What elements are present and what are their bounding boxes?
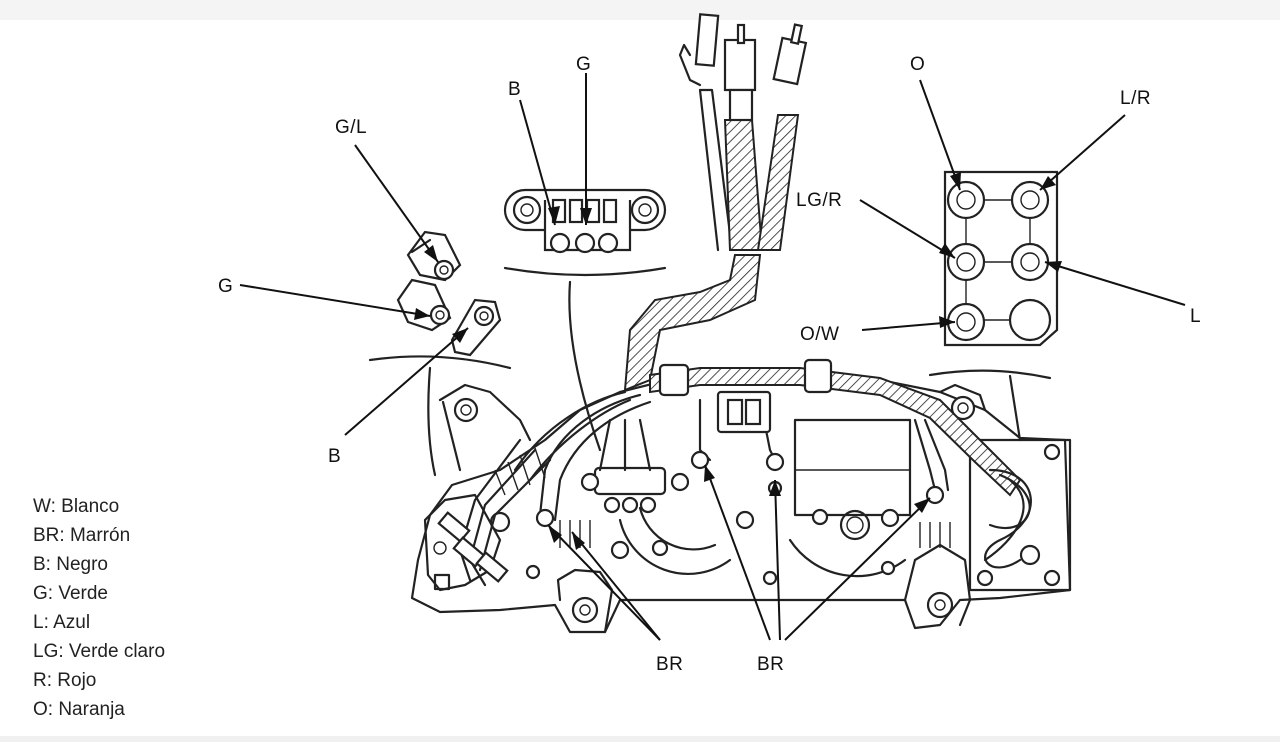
callout-gl: G/L — [335, 117, 367, 138]
legend-item-w: W: Blanco — [33, 496, 120, 517]
instrument-housing — [410, 370, 1072, 634]
bottom-band — [0, 736, 1280, 742]
callout-labels: B G G/L G B O L/R LG/R L O/W BR BR — [218, 54, 1201, 675]
callout-lgr: LG/R — [796, 190, 842, 211]
callout-lr: L/R — [1120, 88, 1151, 109]
legend-item-r: R: Rojo — [33, 670, 97, 691]
callout-br-1: BR — [656, 654, 683, 675]
callout-l: L — [1190, 306, 1201, 327]
inset-six-pin-socket — [928, 170, 1059, 380]
legend-item-lg: LG: Verde claro — [33, 641, 166, 662]
color-legend: W: Blanco BR: Marrón B: Negro G: Verde L… — [33, 492, 233, 724]
callout-g-top: G — [576, 54, 591, 75]
callout-o: O — [910, 54, 925, 75]
leader-lines — [239, 73, 1186, 641]
guide-lines — [427, 280, 1022, 477]
callout-br-2: BR — [757, 654, 784, 675]
legend-item-l: L: Azul — [33, 612, 91, 633]
legend-item-o: O: Naranja — [33, 699, 125, 720]
wire-harness — [437, 13, 1032, 587]
inset-left-terminals — [368, 230, 512, 370]
callout-b-left: B — [328, 446, 341, 467]
legend-item-g: G: Verde — [33, 583, 108, 604]
legend-item-b: B: Negro — [33, 554, 108, 575]
callout-g-left: G — [218, 276, 233, 297]
top-band — [0, 0, 1280, 20]
legend-item-br: BR: Marrón — [33, 525, 131, 546]
callout-b-top: B — [508, 79, 521, 100]
callout-ow: O/W — [800, 324, 840, 345]
